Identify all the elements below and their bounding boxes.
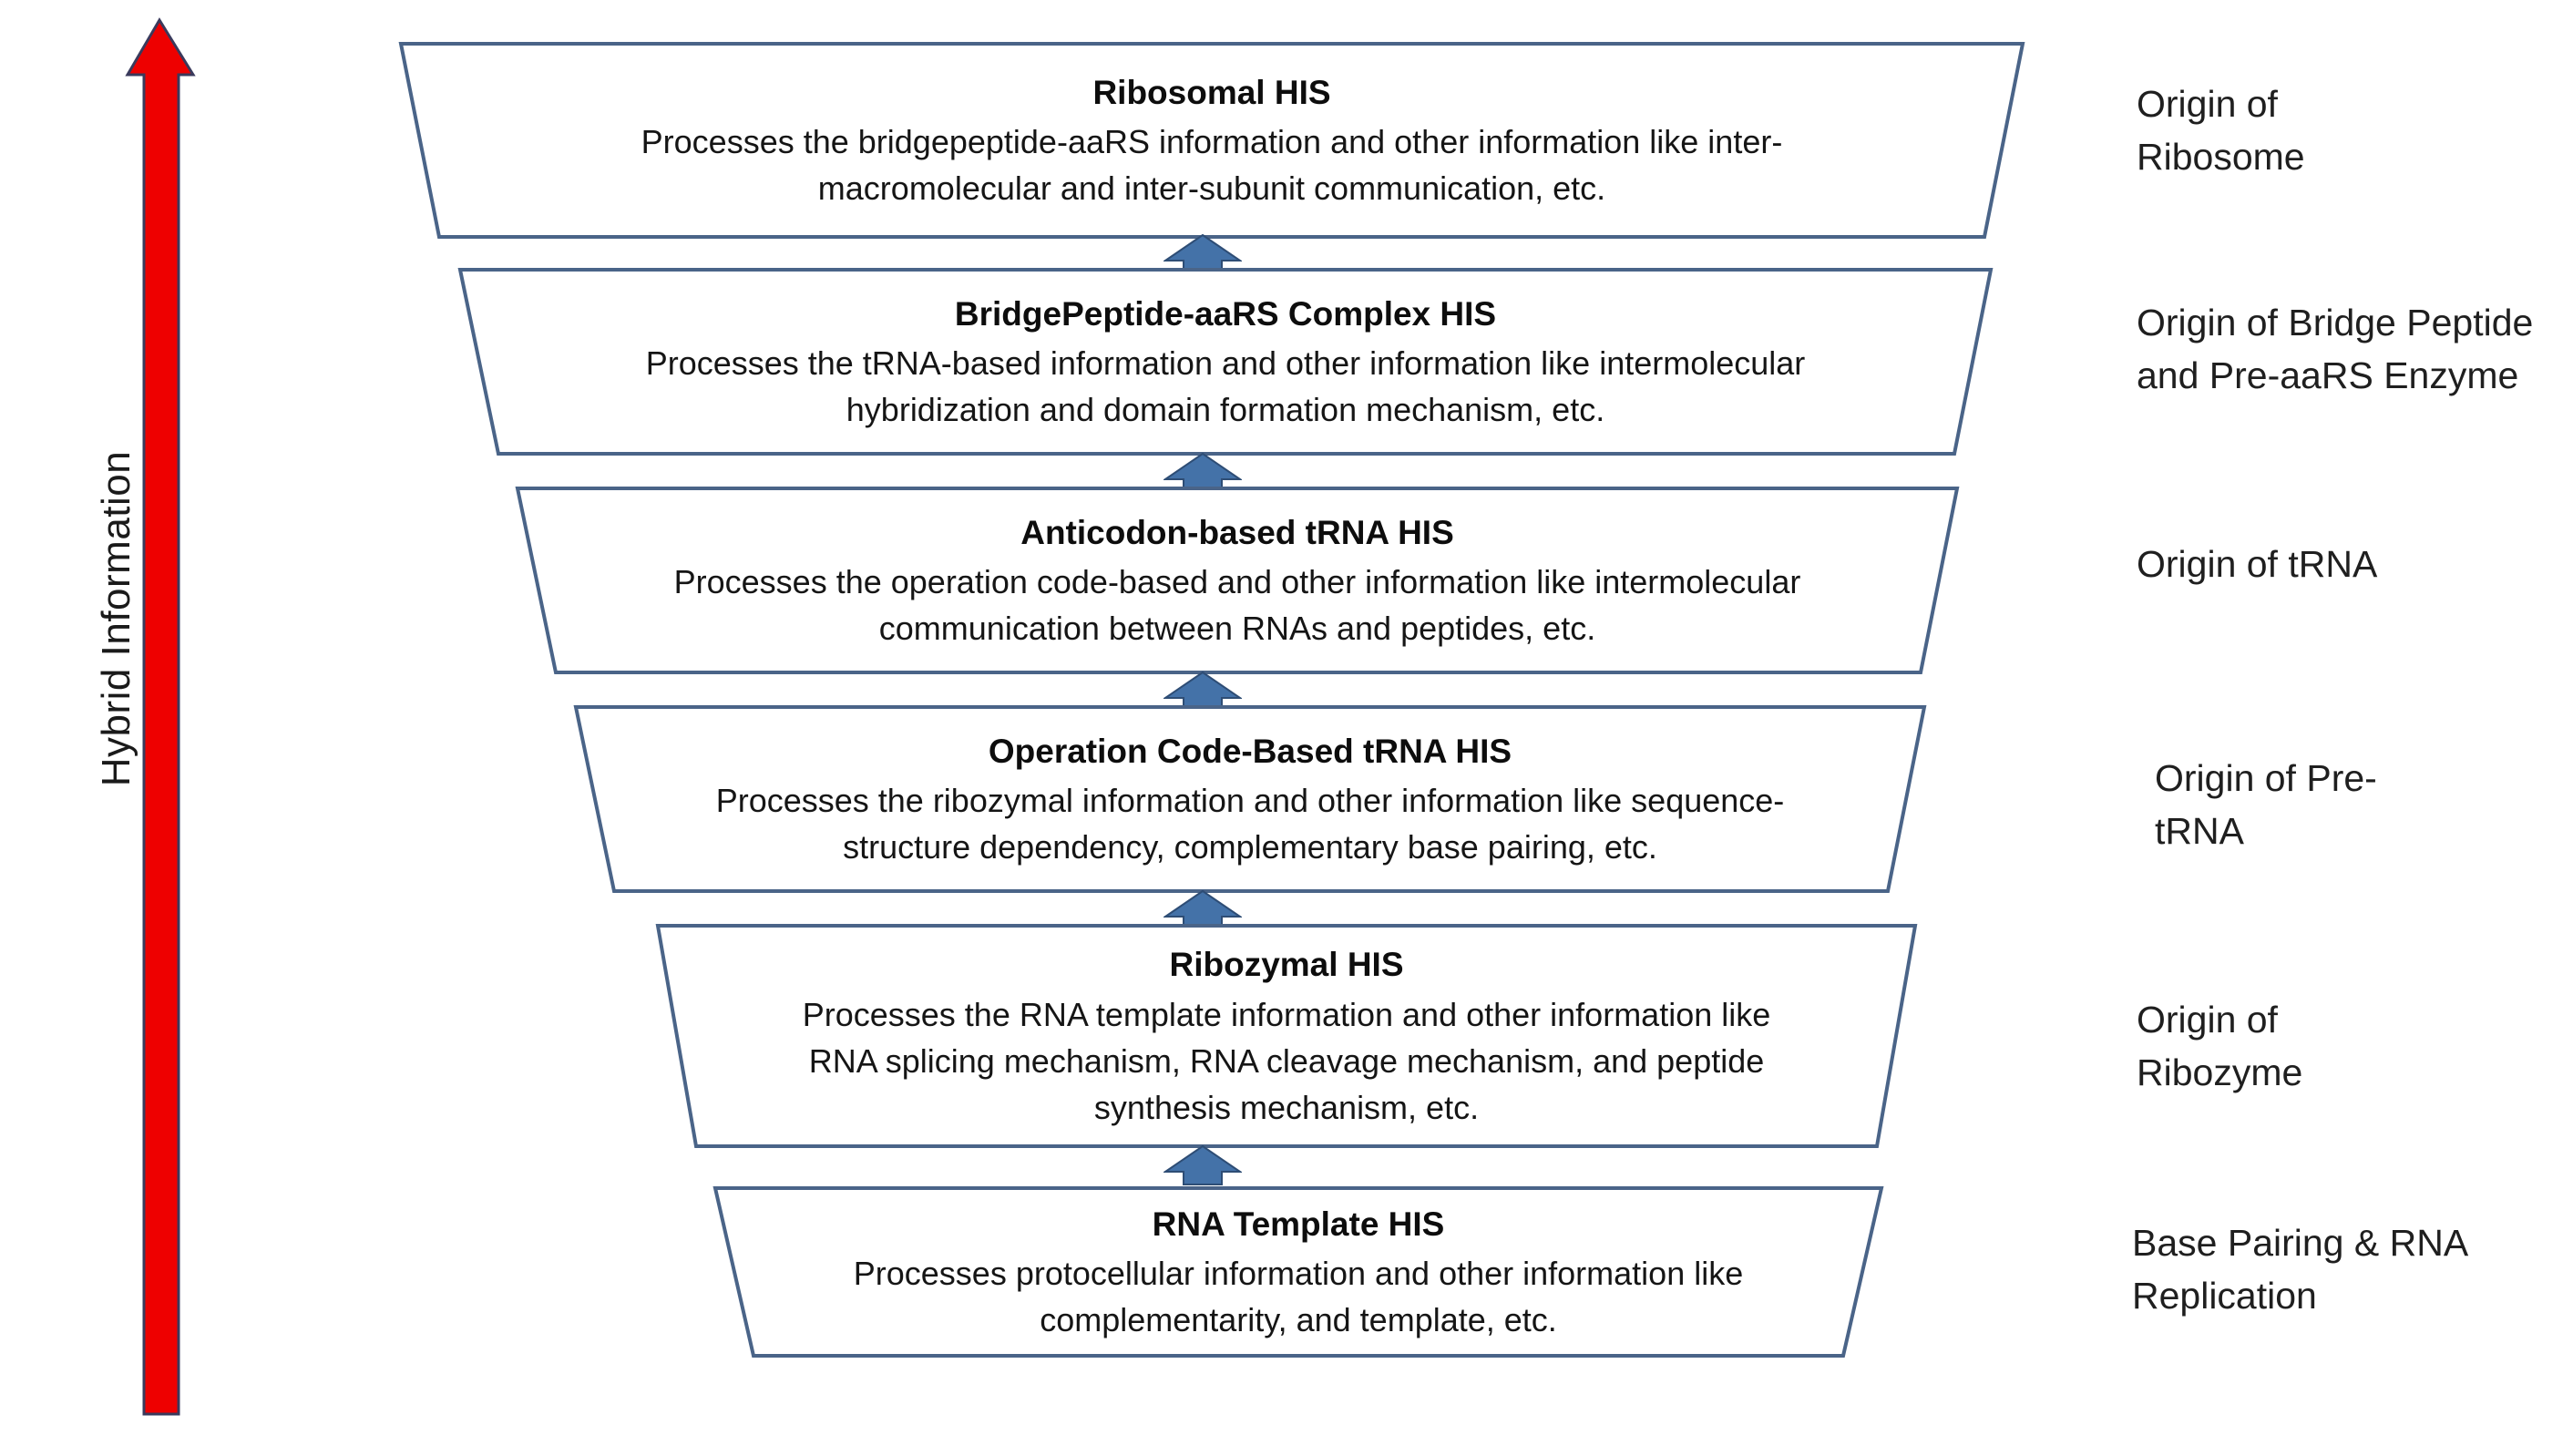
trapezoid-shape: [567, 700, 1933, 898]
level-description: Processes the bridgepeptide-aaRS informa…: [641, 123, 1783, 208]
funnel-level-bridgepeptide-aars-complex-his[interactable]: BridgePeptide-aaRS Complex HIS Processes…: [451, 262, 2000, 461]
level-description: Processes the ribozymal information and …: [715, 782, 1785, 866]
level-description: Processes the operation code-based and o…: [673, 563, 1801, 648]
trapezoid-shape: [508, 481, 1966, 680]
level-text-block: BridgePeptide-aaRS Complex HIS Processes…: [451, 262, 2000, 461]
trapezoid-shape: [649, 918, 1924, 1154]
side-label-origin-of-ribosome: Origin of Ribosome: [2137, 83, 2305, 179]
level-description: Processes the tRNA-based information and…: [645, 344, 1806, 429]
side-label-origin-of-ribozyme: Origin of Ribozyme: [2137, 999, 2303, 1094]
level-text-block: Operation Code-Based tRNA HIS Processes …: [567, 700, 1933, 898]
level-title: BridgePeptide-aaRS Complex HIS: [954, 294, 1497, 333]
connector-arrow-5: [1163, 1144, 1242, 1186]
level-text-block: Ribozymal HIS Processes the RNA template…: [649, 918, 1924, 1154]
level-description: Processes the RNA template information a…: [802, 995, 1771, 1126]
funnel-level-rna-template-his[interactable]: RNA Template HIS Processes protocellular…: [706, 1181, 1891, 1363]
trapezoid-shape: [706, 1181, 1891, 1363]
level-title: Anticodon-based tRNA HIS: [1020, 513, 1454, 551]
trapezoid-shape: [451, 262, 2000, 461]
axis-label: Hybrid Information: [94, 450, 138, 787]
level-title: Ribosomal HIS: [1092, 73, 1331, 111]
up-arrow-icon: [125, 17, 196, 1416]
level-description: Processes protocellular information and …: [853, 1255, 1744, 1339]
level-title: RNA Template HIS: [1152, 1205, 1445, 1243]
trapezoid-shape: [392, 36, 2032, 244]
funnel-level-operation-code-based-trna-his[interactable]: Operation Code-Based tRNA HIS Processes …: [567, 700, 1933, 898]
side-label-origin-of-bridge-peptide: Origin of Bridge Peptide and Pre-aaRS En…: [2137, 302, 2534, 397]
level-text-block: RNA Template HIS Processes protocellular…: [706, 1181, 1891, 1363]
side-label-origin-of-pre-trna: Origin of Pre-tRNA: [2155, 757, 2377, 853]
up-arrow-icon: [1163, 1144, 1242, 1185]
side-label-origin-of-trna: Origin of tRNA: [2137, 543, 2378, 585]
funnel-level-ribozymal-his[interactable]: Ribozymal HIS Processes the RNA template…: [649, 918, 1924, 1154]
funnel-level-anticodon-based-trna-his[interactable]: Anticodon-based tRNA HIS Processes the o…: [508, 481, 1966, 680]
funnel-level-ribosomal-his[interactable]: Ribosomal HIS Processes the bridgepeptid…: [392, 36, 2032, 244]
level-text-block: Ribosomal HIS Processes the bridgepeptid…: [392, 36, 2032, 244]
level-title: Ribozymal HIS: [1169, 946, 1404, 984]
side-label-base-pairing-rna-replication: Base Pairing & RNA Replication: [2132, 1222, 2466, 1318]
hybrid-information-axis: Hybrid Information: [0, 0, 237, 1456]
level-text-block: Anticodon-based tRNA HIS Processes the o…: [508, 481, 1966, 680]
level-title: Operation Code-Based tRNA HIS: [988, 732, 1512, 770]
